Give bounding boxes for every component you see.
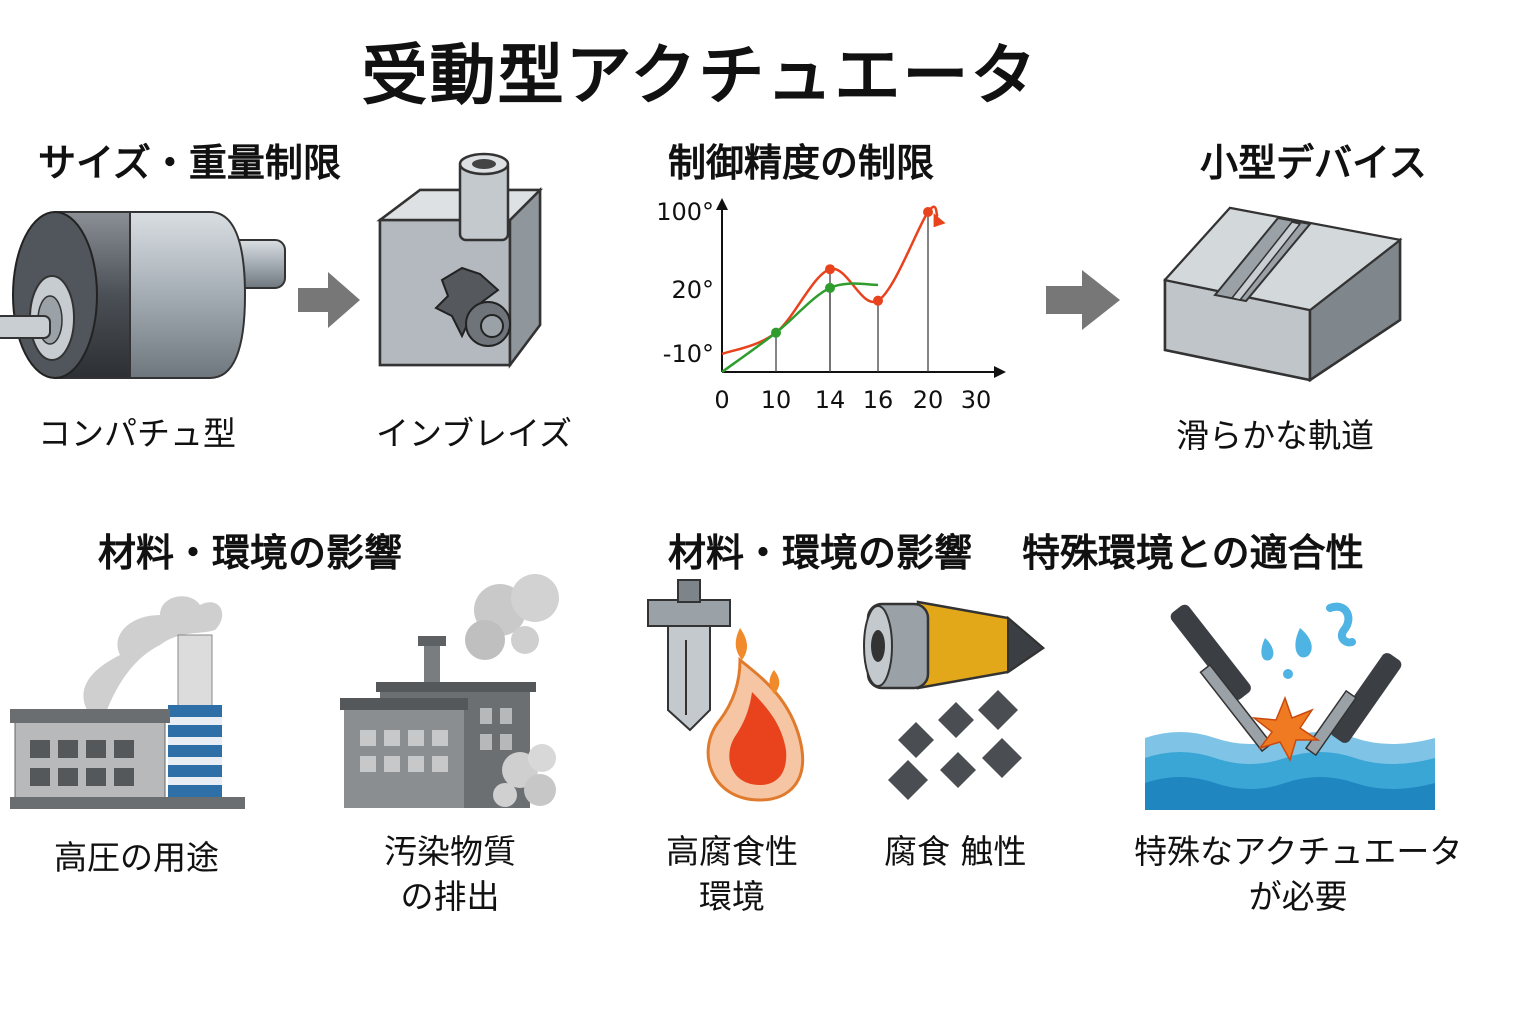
heading-small-device: 小型デバイス [1200,141,1427,185]
page-title: 受動型アクチュエータ [361,37,1039,114]
x-tick-label: 0 [714,386,729,414]
data-point [771,327,781,338]
block-actuator-illustration [376,152,544,369]
label-smooth-track: 滑らかな軌道 [1176,416,1374,455]
x-tick-label: 30 [961,386,992,414]
heading-size-weight: サイズ・重量制限 [38,141,341,185]
y-tick-label: 20° [671,276,714,304]
series-end-arrow [933,213,946,228]
data-point [873,295,883,306]
label-pollutant-emission: 汚染物質 の排出 [384,830,516,919]
precision-chart: 0 10 14 16 20 30 100° 20° -10° [656,198,1006,414]
label-corrosive-line1: 高腐食性 [666,832,798,871]
data-point [825,264,835,275]
x-tick-label: 16 [863,386,894,414]
label-corrosion-erosion: 腐食 触性 [884,832,1027,871]
x-tick-label: 14 [815,386,846,414]
label-special-actuator-needed: 特殊なアクチュエータ が必要 [1134,830,1462,919]
x-tick-label: 10 [761,386,792,414]
underwater-welding-illustration [1145,602,1435,810]
slide-rail-block-illustration [1163,206,1403,383]
heading-material-env-right: 材料・環境の影響 [668,531,973,575]
factory-pollutant-emission-illustration [340,574,559,808]
bolt-flame-illustration [647,579,805,802]
data-point [825,282,835,293]
label-corrosive-line2: 環境 [699,876,765,916]
nozzle-debris-illustration [863,600,1046,800]
heading-material-env-left: 材料・環境の影響 [98,531,403,575]
arrow-right-icon [1046,270,1120,330]
y-tick-label: -10° [663,340,714,368]
label-compact-type: コンパチュ型 [38,414,236,453]
label-special-line2: が必要 [1248,876,1348,916]
y-axis-arrow [716,198,728,210]
heading-special-env: 特殊環境との適合性 [1022,531,1364,575]
label-pollutant-line1: 汚染物質 [384,832,516,871]
heading-precision: 制御精度の制限 [668,141,935,185]
label-high-pressure-use: 高圧の用途 [54,838,219,877]
x-tick-label: 20 [913,386,944,414]
factory-high-pressure-illustration [10,596,245,809]
x-axis-arrow [994,366,1006,378]
motor-cylinder-illustration [0,211,286,379]
label-pollutant-line2: の排出 [400,876,500,916]
data-point [923,207,933,217]
series-line-1 [721,282,879,374]
label-special-line1: 特殊なアクチュエータ [1134,832,1463,871]
label-corrosive-environment: 高腐食性 環境 [666,830,798,919]
y-tick-label: 100° [656,198,714,226]
label-inblaze: インブレイズ [376,414,573,453]
arrow-right-icon [298,272,360,328]
